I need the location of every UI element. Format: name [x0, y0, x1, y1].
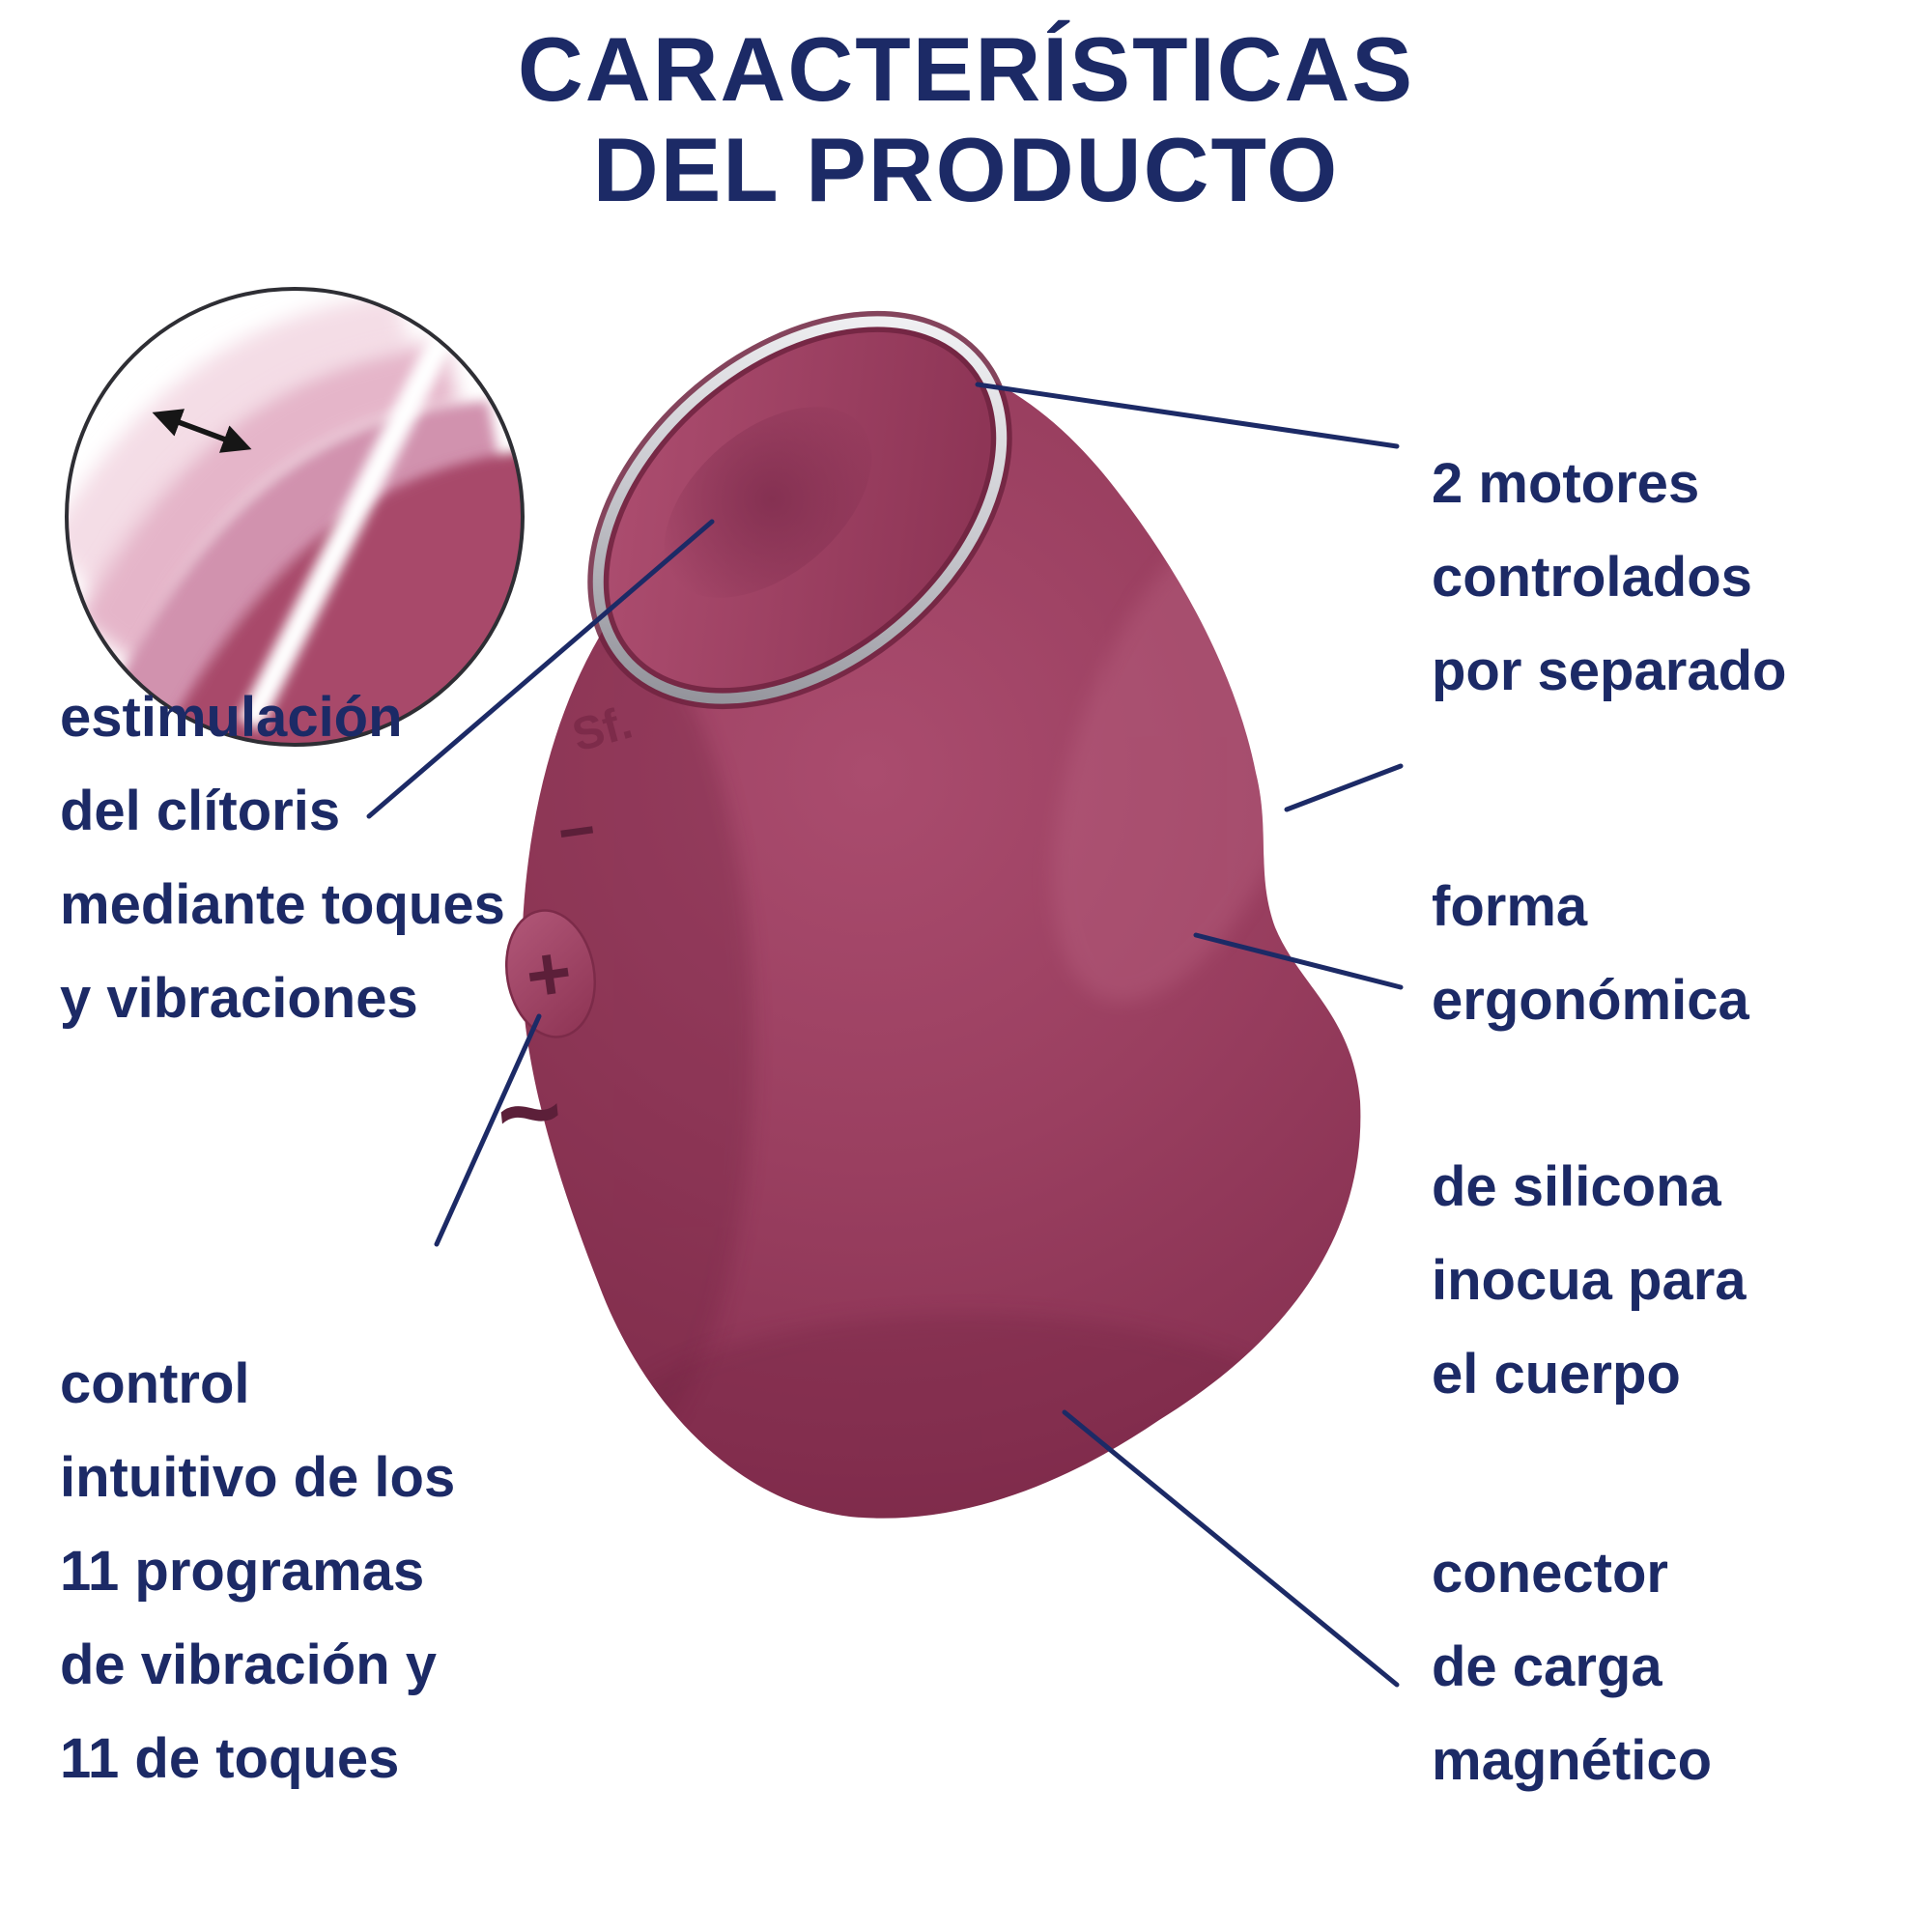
- callout-stimulation-line: del clítoris: [60, 780, 341, 842]
- callout-motors-line: controlados: [1432, 546, 1752, 609]
- inset-wave-mid: [77, 343, 459, 667]
- callout-ergonomic: forma ergonómica: [1432, 860, 1749, 1047]
- device-illustration: Sf. − + ~: [491, 310, 1361, 1519]
- plus-button-pad: [504, 909, 597, 1038]
- inset-circle-border: [65, 287, 525, 747]
- page-title-line1: CARACTERÍSTICAS: [517, 18, 1415, 120]
- callout-line-control: [434, 1013, 542, 1247]
- callout-silicone-line: de silicona: [1432, 1155, 1721, 1218]
- callout-ergonomic-line: forma: [1432, 875, 1588, 938]
- detail-inset: [65, 287, 525, 747]
- callout-motors-line: por separado: [1432, 639, 1787, 702]
- callout-silicone-line: inocua para: [1432, 1249, 1747, 1312]
- callout-control-line: 11 programas: [60, 1540, 425, 1603]
- callout-line-motors: [975, 382, 1400, 449]
- page-title: CARACTERÍSTICAS DEL PRODUCTO: [0, 19, 1932, 220]
- callout-control-line: 11 de toques: [60, 1727, 400, 1790]
- inset-device-surface: [145, 449, 522, 744]
- page-title-line2: DEL PRODUCTO: [592, 119, 1340, 220]
- inset-rim-highlight: [238, 313, 464, 730]
- tapping-motion-arrow-icon: [152, 409, 252, 453]
- callout-ergonomic-line: ergonómica: [1432, 969, 1749, 1032]
- callout-silicone: de silicona inocua para el cuerpo: [1432, 1140, 1747, 1421]
- callout-stimulation-line: y vibraciones: [60, 967, 418, 1030]
- callout-stimulation-line: estimulación: [60, 686, 403, 749]
- silver-rim: [592, 316, 1008, 704]
- callout-silicone-line: el cuerpo: [1432, 1343, 1681, 1406]
- callout-control-line: intuitivo de los: [60, 1446, 456, 1509]
- callout-stimulation-line: mediante toques: [60, 873, 505, 936]
- callout-stimulation: estimulación del clítoris mediante toque…: [60, 670, 505, 1045]
- callout-line-charger: [1062, 1409, 1400, 1688]
- callout-line-silicone: [1193, 932, 1404, 990]
- callout-charger: conector de carga magnético: [1432, 1526, 1712, 1807]
- callout-charger-line: de carga: [1432, 1635, 1662, 1698]
- callout-motors-line: 2 motores: [1432, 452, 1700, 515]
- tapping-surface-dimple: [664, 407, 872, 598]
- wave-button: ~: [491, 1048, 568, 1178]
- callout-control-line: control: [60, 1352, 250, 1415]
- callout-motors: 2 motores controlados por separado: [1432, 437, 1786, 718]
- callout-lines: [366, 382, 1404, 1688]
- body-shade-bottom: [589, 1314, 1343, 1519]
- callout-control: control intuitivo de los 11 programas de…: [60, 1337, 455, 1805]
- callout-charger-line: conector: [1432, 1542, 1668, 1605]
- callout-charger-line: magnético: [1432, 1729, 1713, 1792]
- callout-control-line: de vibración y: [60, 1634, 438, 1696]
- callout-line-stimulation: [366, 519, 715, 819]
- callout-line-ergonomic: [1284, 763, 1404, 812]
